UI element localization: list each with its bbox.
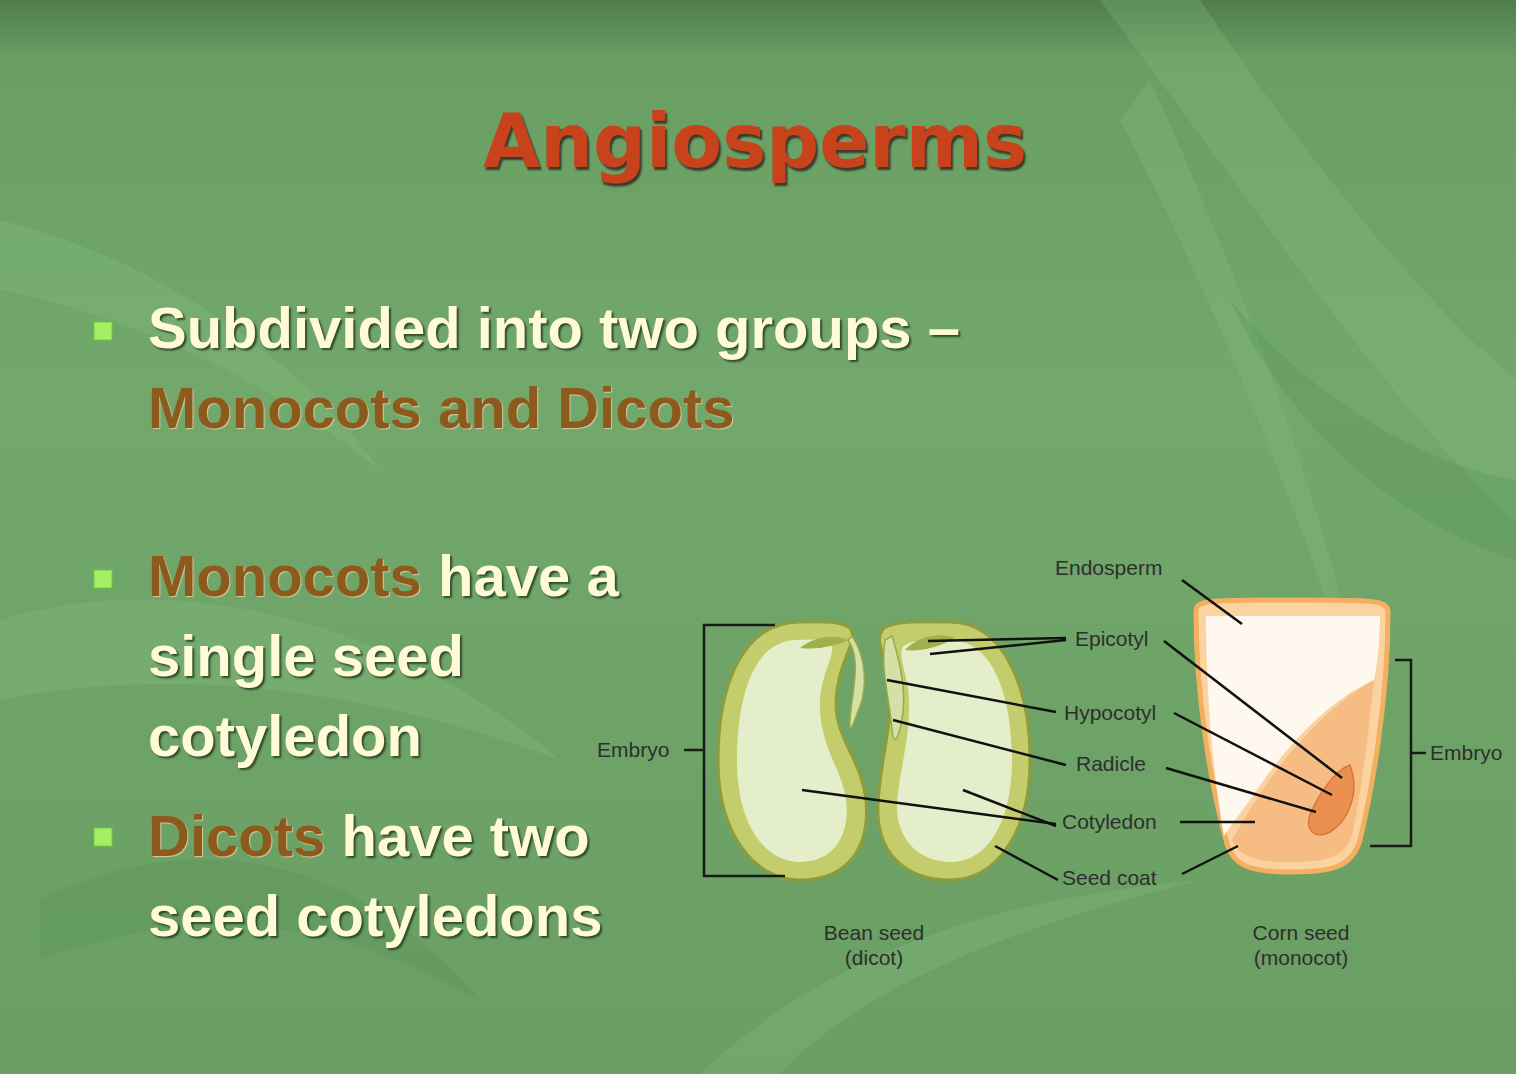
part-label: Endosperm (1055, 556, 1162, 580)
bullet-marker (94, 322, 112, 846)
bean-seed (718, 622, 1030, 880)
corn-seed (1196, 600, 1388, 872)
part-label: Hypocotyl (1064, 701, 1156, 725)
part-label: Seed coat (1062, 866, 1157, 890)
highlight-term: Monocots (148, 543, 422, 608)
leader-line (802, 580, 1342, 880)
highlight-term: Dicots (148, 803, 325, 868)
bullet-line: Subdivided into two groups – (148, 288, 1388, 368)
bullet-text: Subdivided into two groups –Monocots and… (148, 288, 1388, 448)
highlight-term: Monocots and Dicots (148, 368, 1388, 448)
seed-caption: Corn seed (monocot) (1236, 920, 1366, 970)
part-label: Epicotyl (1075, 627, 1149, 651)
part-label: Embryo (1430, 741, 1502, 765)
embryo-bracket (684, 625, 1426, 876)
part-label: Cotyledon (1062, 810, 1157, 834)
part-label: Embryo (597, 738, 669, 762)
slide-title: Angiosperms (483, 98, 1027, 184)
part-label: Radicle (1076, 752, 1146, 776)
bullet-text: Dicotshave two seed cotyledons (148, 796, 708, 956)
seed-caption: Bean seed (dicot) (814, 920, 934, 970)
